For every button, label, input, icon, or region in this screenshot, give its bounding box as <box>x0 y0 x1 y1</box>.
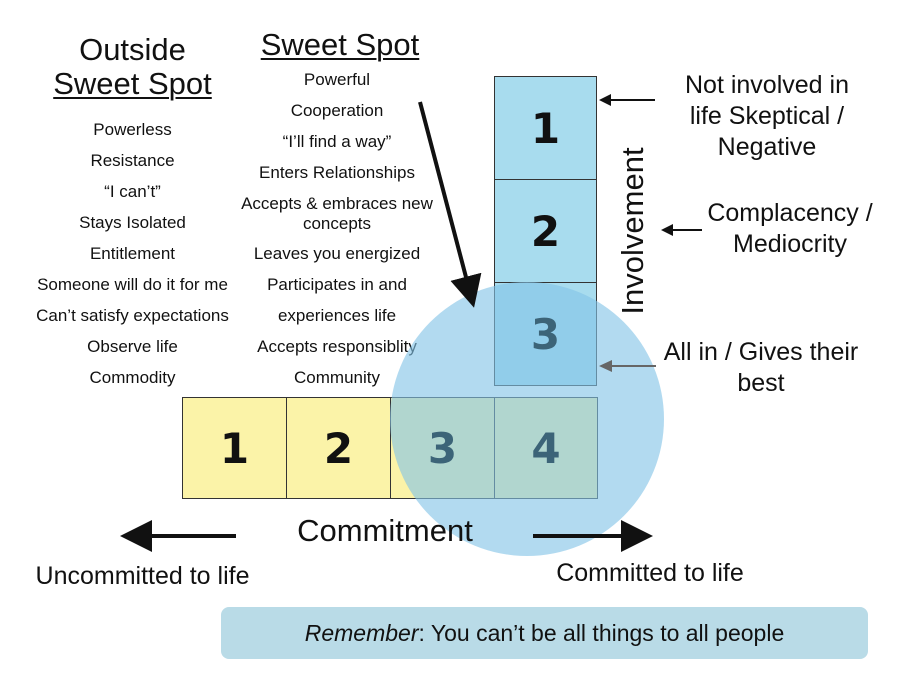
sweet-spot-traits-list: Powerful Cooperation “I’ll find a way” E… <box>232 64 442 393</box>
involvement-axis-label: Involvement <box>615 147 650 315</box>
outside-heading-line1: Outside <box>79 32 186 67</box>
list-item: Stays Isolated <box>79 213 186 232</box>
involvement-level-3-number: 3 <box>530 309 561 359</box>
list-item: Powerless <box>93 120 172 139</box>
list-item: Observe life <box>87 337 178 356</box>
banner-emphasis: Remember <box>304 619 419 646</box>
list-item: Community <box>294 368 380 387</box>
uncommitted-label: Uncommitted to life <box>35 562 250 590</box>
list-item: Powerful <box>303 70 371 89</box>
level-number: 1 <box>530 103 561 153</box>
commitment-level-1: 1 <box>182 397 287 499</box>
banner-text: : You can’t be all things to all people <box>418 619 785 646</box>
involvement-note-1: Not involved in life Skeptical / Negativ… <box>685 71 849 161</box>
involvement-note-2: Complacency / Mediocrity <box>707 199 873 258</box>
committed-label: Committed to life <box>556 559 744 587</box>
list-item: Enters Relationships <box>259 163 415 182</box>
involvement-level-2: 2 <box>494 179 597 283</box>
sweet-spot-circle <box>390 282 664 556</box>
commitment-level-3-number: 3 <box>427 423 458 473</box>
list-item: Cooperation <box>290 101 384 120</box>
list-item: Someone will do it for me <box>37 275 228 294</box>
involvement-level-1: 1 <box>494 76 597 180</box>
commitment-level-4-number: 4 <box>531 423 561 473</box>
list-item: “I’ll find a way” <box>282 132 392 151</box>
level-number: 1 <box>219 423 250 473</box>
commitment-axis-label: Commitment <box>297 513 473 548</box>
outside-sweet-spot-heading: Outside Sweet Spot <box>40 33 225 101</box>
list-item: Accepts responsiblity <box>257 337 417 356</box>
list-item: Leaves you energized <box>253 244 421 263</box>
list-item: Accepts & embraces new concepts <box>241 194 433 233</box>
remember-banner: Remember: You can’t be all things to all… <box>221 607 868 659</box>
list-item: “I can’t” <box>104 182 161 201</box>
sweet-spot-arrow <box>418 101 482 308</box>
list-item: Participates in and experiences life <box>267 275 407 325</box>
level-number: 2 <box>323 423 354 473</box>
level-number: 2 <box>530 206 561 256</box>
outside-heading-line2: Sweet Spot <box>53 66 212 101</box>
outside-traits-list: Powerless Resistance “I can’t” Stays Iso… <box>20 114 245 393</box>
sweet-spot-heading: Sweet Spot <box>260 27 420 62</box>
list-item: Commodity <box>89 368 176 387</box>
commitment-level-2: 2 <box>286 397 391 499</box>
list-item: Resistance <box>90 151 175 170</box>
involvement-note-3: All in / Gives their best <box>663 338 859 397</box>
list-item: Entitlement <box>89 244 176 263</box>
list-item: Can’t satisfy expectations <box>36 306 229 325</box>
